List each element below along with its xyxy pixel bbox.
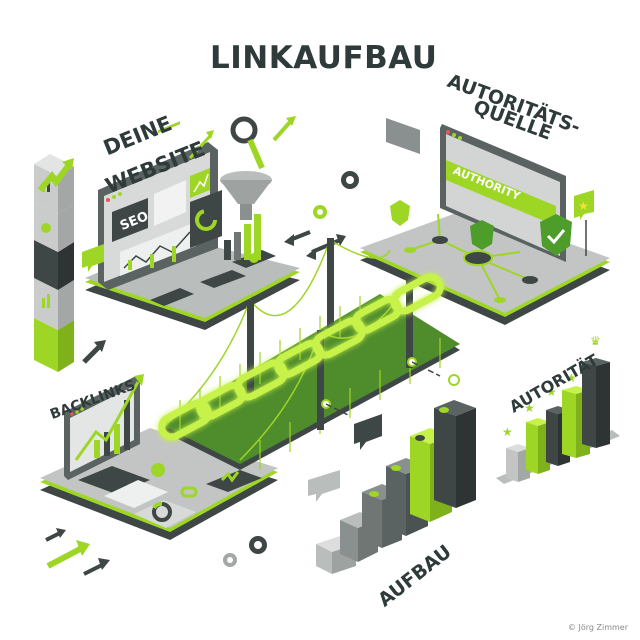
shield-check-icon [540,214,572,256]
exchange-arrows-icon [284,230,346,260]
crown-icon: ♛ [590,334,601,348]
seo-panel [112,198,148,242]
svg-text:★: ★ [566,371,577,385]
funnel-search [188,116,296,220]
bridge-tower [247,300,254,400]
authority-platform: ★ [360,118,610,325]
autoritaet-chart: ★ ★ ★ ★ ♛ [496,334,620,484]
bridge [158,238,460,470]
chain-link-icon [180,486,198,498]
block-tower [34,154,74,372]
chain-icon [158,273,444,441]
copyright-credit: © Jörg Zimmer [567,623,628,632]
authority-banner [446,160,556,226]
chat-bubble-icon [82,244,104,272]
shield-icon [470,220,494,250]
growth-arrow-icon [74,381,140,461]
page-title: LINKAUFBAU [210,40,438,76]
star-badge-icon [574,190,594,220]
gear-icon [223,171,359,567]
magnifier-icon [230,116,258,144]
svg-text:★: ★ [546,385,557,399]
svg-text:★: ★ [578,199,589,213]
svg-text:★: ★ [524,401,535,415]
aufbau-bars [308,400,476,574]
donut-chart-icon [195,209,217,231]
star-icon: ★ ★ ★ ★ [502,371,577,439]
chat-bubble-icon [354,414,382,450]
trend-arrow-icon [37,164,71,192]
website-platform [82,121,300,330]
svg-text:★: ★ [502,425,513,439]
